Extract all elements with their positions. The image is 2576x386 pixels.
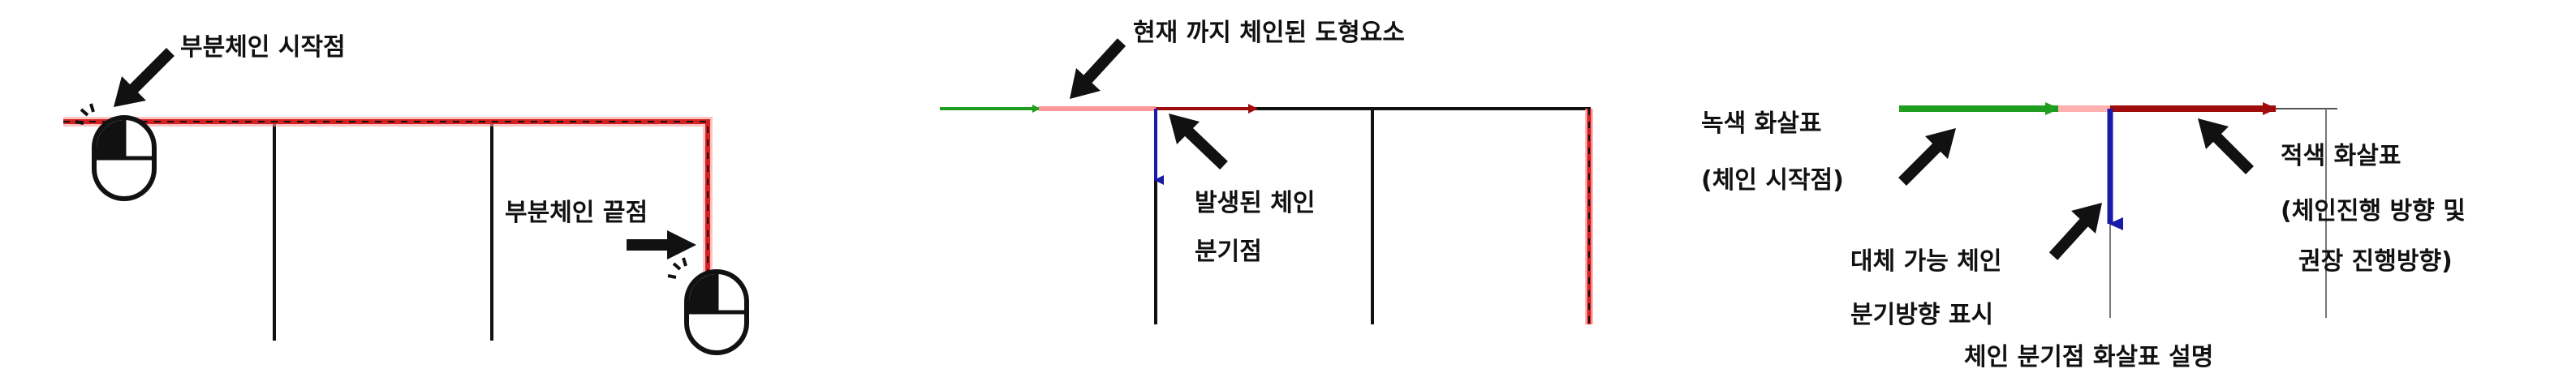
partial-chain-path [63,119,710,341]
panel-partial-chain: 부분체인 시작점 부분체인 끝점 [63,33,749,355]
alt-branch-label-line2: 분기방향 표시 [1850,301,1993,329]
figure-caption: 체인 분기점 화살표 설명 [1964,343,2213,371]
red-arrow-label-line1: 적색 화살표 [2281,142,2401,170]
green-arrow-label-line2: (체인 시작점) [1701,166,1844,195]
panel-branch-point: 현재 까지 체인된 도형요소 발생된 체인 분기점 [940,19,1593,324]
red-arrow-label-line2: (체인진행 방향 및 [2281,197,2466,225]
mouse-left-click-icon [667,257,749,355]
pointer-arrow-icon [114,48,174,107]
mouse-left-click-icon [75,103,157,201]
pointer-arrow-icon [1169,114,1228,170]
pointer-arrow-icon [2048,203,2102,260]
pointer-arrow-icon [627,230,696,259]
pointer-arrow-icon [1898,128,1956,186]
partial-chain-end-label: 부분체인 끝점 [505,199,648,227]
alt-branch-label-line1: 대체 가능 체인 [1850,247,2002,276]
partial-chain-highlight [63,117,713,341]
panel-arrow-legend: 녹색 화살표 (체인 시작점) 적색 화살표 (체인진행 방향 및 권장 진행방… [1701,102,2466,371]
branch-point-label-line1: 발생된 체인 [1195,189,1315,217]
pointer-arrow-icon [1070,38,1126,99]
branch-point-label-line2: 분기점 [1195,238,1262,266]
chained-elements-label: 현재 까지 체인된 도형요소 [1133,19,1405,47]
partial-chain-start-label: 부분체인 시작점 [180,33,346,62]
green-arrow-label-line1: 녹색 화살표 [1701,109,1821,138]
red-arrow-label-line3: 권장 진행방향) [2298,247,2453,276]
pointer-arrow-icon [2198,118,2254,174]
